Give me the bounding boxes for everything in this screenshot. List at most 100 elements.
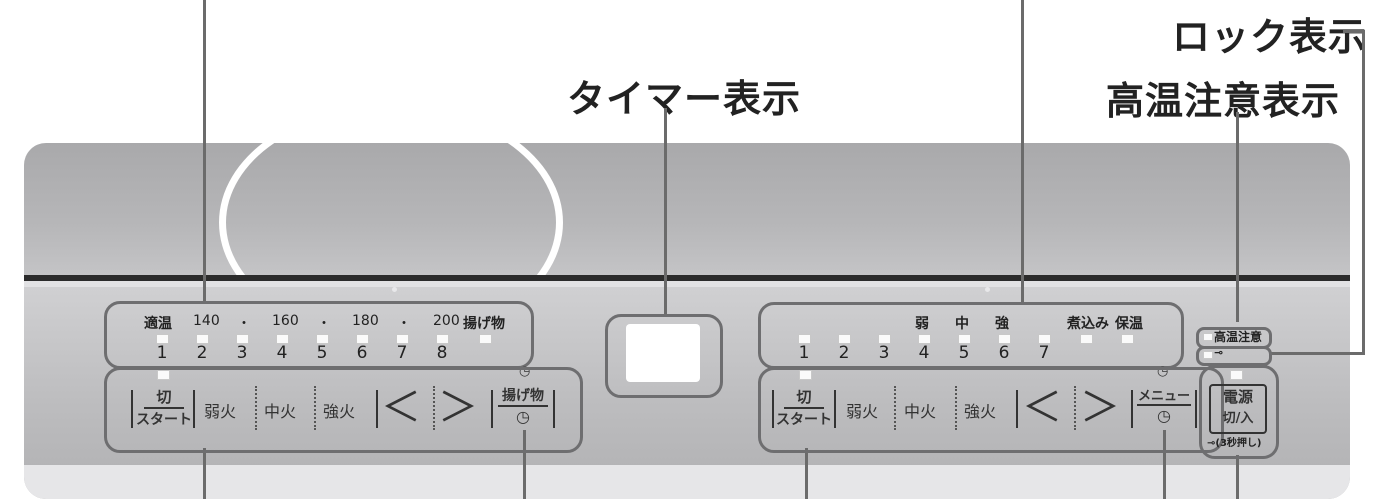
right-next-button[interactable]: ＞ — [1080, 385, 1120, 431]
leader-line — [203, 0, 206, 303]
left-temp-label: ・ — [317, 316, 331, 332]
hot-warning-led — [1203, 333, 1213, 341]
left-temp-label: 180 — [352, 313, 379, 329]
right-level-number: 6 — [998, 343, 1010, 363]
lock-led — [1203, 351, 1213, 359]
leader-line — [1163, 430, 1166, 499]
divider — [376, 390, 378, 428]
hot-warning-label: 高温注意 — [1214, 330, 1263, 344]
right-mode-label: 弱 — [915, 316, 929, 332]
left-level-number: 5 — [316, 343, 328, 363]
divider — [1195, 390, 1197, 428]
divider — [314, 386, 316, 430]
left-temp-label: 揚げ物 — [463, 316, 505, 332]
right-level-number: 7 — [1038, 343, 1050, 363]
left-mid-fire-button[interactable]: 中火 — [264, 402, 297, 421]
leader-line — [1362, 30, 1365, 355]
panel-front-edge — [24, 465, 1350, 499]
left-level-led — [276, 334, 289, 344]
left-level-led — [236, 334, 249, 344]
left-level-number: 4 — [276, 343, 288, 363]
leader-line — [1236, 112, 1239, 322]
power-button[interactable]: 電源 切/入 — [1209, 384, 1267, 434]
left-level-led — [316, 334, 329, 344]
divider — [834, 390, 836, 428]
leader-line — [1236, 455, 1239, 499]
left-temp-label: 140 — [193, 313, 220, 329]
left-prev-button[interactable]: ＜ — [381, 385, 421, 431]
divider — [433, 386, 435, 430]
left-temp-label: ・ — [397, 316, 411, 332]
cooktop-glass — [24, 103, 1350, 302]
clock-icon: ◷ — [1157, 364, 1169, 379]
timer-display — [626, 324, 700, 382]
right-level-led — [998, 334, 1011, 344]
burner-ring — [219, 103, 563, 302]
right-keepwarm-led — [1121, 334, 1134, 344]
leader-line — [523, 430, 526, 499]
right-simmer-led — [1080, 334, 1093, 344]
right-level-led — [838, 334, 851, 344]
divider — [1074, 386, 1076, 430]
left-level-led — [396, 334, 409, 344]
right-strong-fire-button[interactable]: 強火 — [964, 402, 997, 421]
right-level-led — [878, 334, 891, 344]
leader-line — [1021, 0, 1024, 303]
right-mid-fire-button[interactable]: 中火 — [904, 402, 937, 421]
key-icon: ⊸ — [1207, 438, 1216, 449]
left-level-number: 3 — [236, 343, 248, 363]
right-prev-button[interactable]: ＜ — [1022, 385, 1062, 431]
left-fry-button[interactable]: 揚げ物 ◷ — [495, 385, 551, 426]
hot-warning-callout: 高温注意表示 — [1106, 79, 1341, 123]
right-level-number: 5 — [958, 343, 970, 363]
left-level-number: 8 — [436, 343, 448, 363]
left-level-led — [436, 334, 449, 344]
power-led — [1230, 370, 1243, 380]
leader-line — [203, 448, 206, 499]
clock-icon: ◷ — [519, 364, 531, 379]
timer-callout: タイマー表示 — [567, 77, 802, 121]
right-level-led — [918, 334, 931, 344]
left-level-number: 7 — [396, 343, 408, 363]
panel-highlight — [24, 281, 1350, 287]
clock-icon: ◷ — [1157, 406, 1171, 425]
right-mode-label: 中 — [955, 316, 969, 332]
left-level-led — [356, 334, 369, 344]
divider — [894, 386, 896, 430]
left-temp-label: ・ — [237, 316, 251, 332]
left-next-button[interactable]: ＞ — [438, 385, 478, 431]
leader-line — [805, 448, 808, 499]
right-off-start-button[interactable]: 切 スタート — [776, 388, 832, 428]
panel-divider — [24, 275, 1350, 281]
power-button-group — [1199, 365, 1279, 459]
right-level-led — [958, 334, 971, 344]
right-start-led — [799, 370, 812, 380]
right-menu-button[interactable]: メニュー ◷ — [1134, 385, 1194, 425]
lock-indicator — [1196, 346, 1272, 366]
right-button-group — [758, 367, 1224, 453]
leader-line — [664, 108, 667, 314]
control-panel — [24, 281, 1350, 499]
lock-callout: ロック表示 — [1172, 15, 1368, 59]
left-temp-label: 200 — [433, 313, 460, 329]
right-level-number: 2 — [838, 343, 850, 363]
left-button-group — [104, 367, 583, 453]
right-level-led — [1038, 334, 1051, 344]
divider — [131, 390, 133, 428]
sensor-dot-right — [985, 287, 990, 292]
left-weak-fire-button[interactable]: 弱火 — [204, 402, 237, 421]
right-level-number: 3 — [878, 343, 890, 363]
right-level-number: 4 — [918, 343, 930, 363]
left-off-start-button[interactable]: 切 スタート — [136, 388, 192, 428]
divider — [955, 386, 957, 430]
divider — [1131, 390, 1133, 428]
leader-line — [1270, 352, 1365, 355]
right-mode-label: 煮込み — [1067, 316, 1109, 332]
right-weak-fire-button[interactable]: 弱火 — [846, 402, 879, 421]
clock-icon: ◷ — [516, 407, 530, 426]
divider — [491, 390, 493, 428]
left-strong-fire-button[interactable]: 強火 — [323, 402, 356, 421]
key-icon: ⊸ — [1214, 346, 1224, 359]
left-level-led — [196, 334, 209, 344]
divider — [255, 386, 257, 430]
